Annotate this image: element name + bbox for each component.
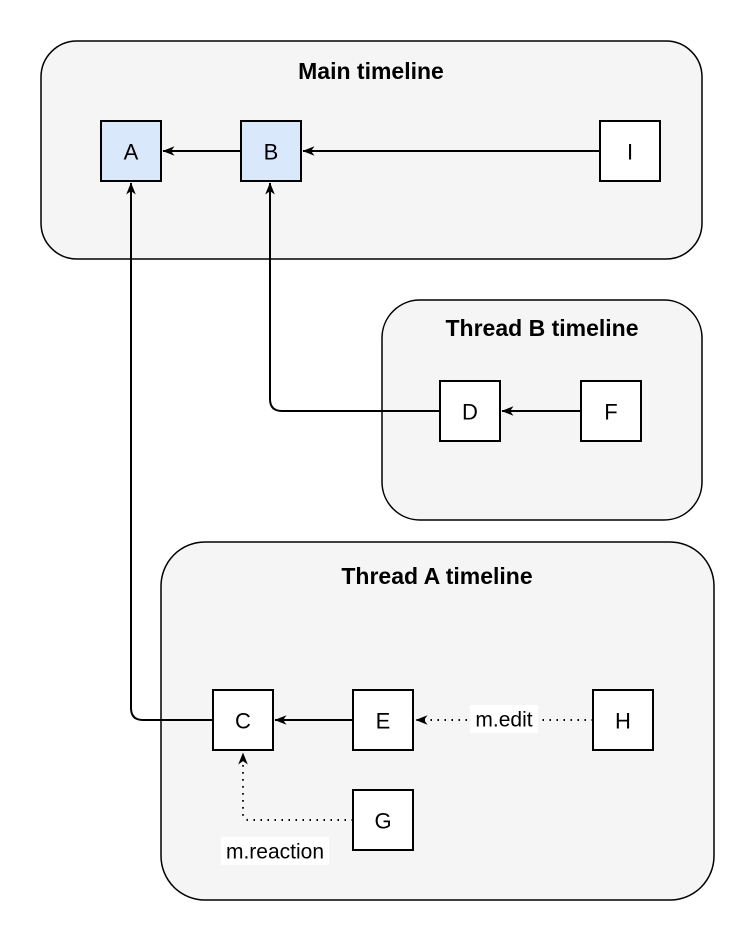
node-c: C [212, 689, 274, 751]
node-g-box [352, 789, 414, 851]
container-main-timeline-title: Main timeline [298, 58, 444, 84]
edge-g-to-c [238, 752, 353, 821]
node-i: I [599, 120, 661, 182]
edge-label-m-reaction-text: m.reaction [226, 841, 324, 864]
node-b-label: B [264, 140, 279, 165]
edge-c-to-a [126, 182, 213, 721]
node-g-label: G [374, 809, 391, 834]
edge-label-m-edit-bg [470, 705, 538, 733]
edge-label-m-edit-text: m.edit [475, 709, 532, 732]
edge-label-m-reaction: m.reaction [221, 837, 329, 865]
node-e-label: E [376, 709, 391, 734]
node-a-box [100, 120, 162, 182]
node-f-box [580, 380, 642, 442]
node-a: A [100, 120, 162, 182]
edge-d-to-b [265, 182, 440, 412]
container-thread-a-timeline-title: Thread A timeline [341, 563, 532, 589]
node-i-label: I [627, 140, 633, 165]
node-g: G [352, 789, 414, 851]
node-h-label: H [615, 709, 631, 734]
node-e-box [352, 689, 414, 751]
node-b-box [240, 120, 302, 182]
node-i-box [599, 120, 661, 182]
node-c-label: C [235, 709, 251, 734]
container-thread-b-timeline-title: Thread B timeline [446, 315, 639, 341]
node-c-box [212, 689, 274, 751]
node-h-box [592, 689, 654, 751]
node-h: H [592, 689, 654, 751]
edge-label-m-edit: m.edit [470, 705, 538, 733]
node-d: D [439, 380, 501, 442]
node-f-label: F [604, 400, 617, 425]
node-f: F [580, 380, 642, 442]
edge-label-m-reaction-bg [221, 837, 329, 865]
node-e: E [352, 689, 414, 751]
node-d-label: D [462, 400, 478, 425]
node-d-box [439, 380, 501, 442]
node-b: B [240, 120, 302, 182]
node-a-label: A [124, 140, 139, 165]
